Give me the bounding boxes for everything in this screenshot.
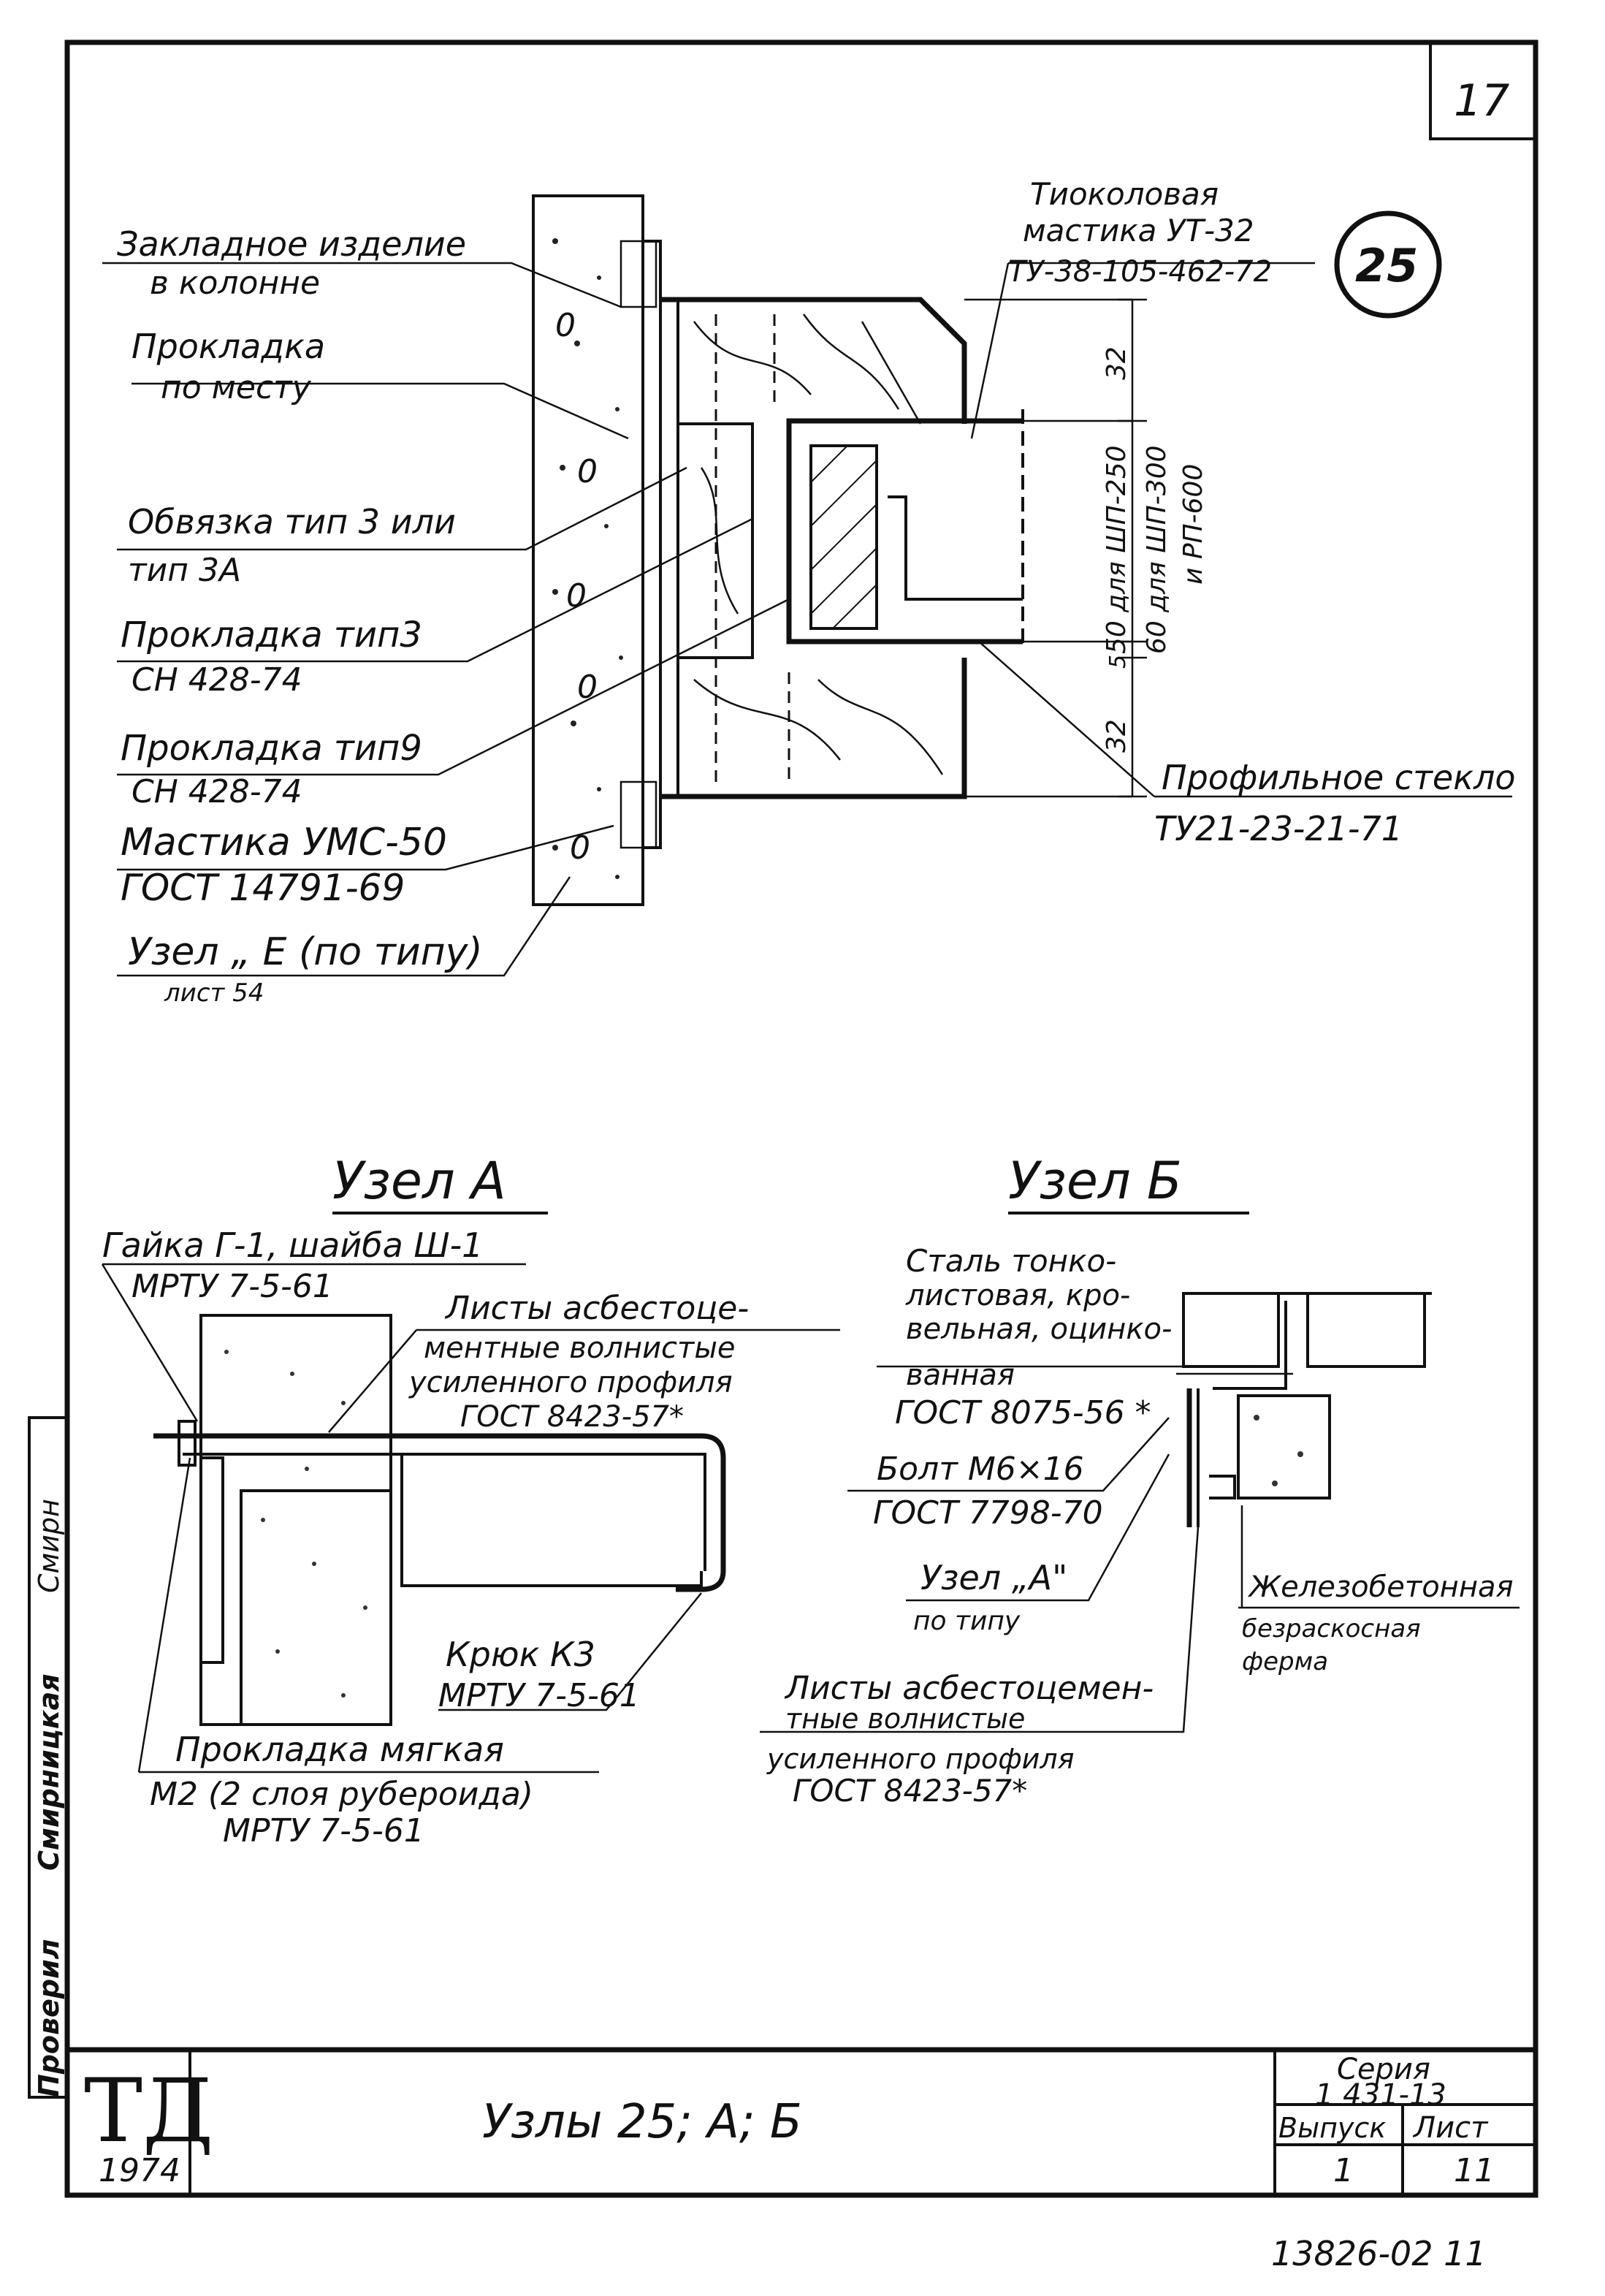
sheet-label: Лист xyxy=(1412,2111,1489,2145)
node-a-title: Узел А xyxy=(332,1151,506,1211)
label-mastic-2: ГОСТ 14791-69 xyxy=(121,867,405,909)
svg-text:60 для ШП-300: 60 для ШП-300 xyxy=(1142,445,1172,654)
column-speckle xyxy=(552,238,623,879)
node-b-ref-1: Узел „А" xyxy=(920,1558,1067,1597)
label-mastic-1: Мастика УМС-50 xyxy=(121,821,447,864)
node-b-title: Узел Б xyxy=(1008,1151,1182,1211)
svg-text:и РП-600: и РП-600 xyxy=(1178,464,1208,585)
node-b-ref-2: по типу xyxy=(913,1606,1021,1636)
node-a-sheets-4: ГОСТ 8423-57* xyxy=(460,1400,684,1434)
main-leaders xyxy=(102,262,1512,977)
main-detail: 0 0 0 0 0 xyxy=(102,194,1512,977)
label-glass-1: Профильное стекло xyxy=(1162,758,1516,797)
side-stamp: Проверил Смирницкая Смирн xyxy=(28,1416,67,2099)
node-b-sheets-2: тные волнистые xyxy=(785,1703,1025,1735)
node-b-sheets-4: ГОСТ 8423-57* xyxy=(793,1773,1027,1809)
node-b-sheets-1: Листы асбестоцемен- xyxy=(784,1670,1154,1707)
title-block xyxy=(67,2047,1536,2195)
label-node-e-2: лист 54 xyxy=(164,978,264,1008)
svg-text:Проверил: Проверил xyxy=(33,1939,65,2097)
node-a-soft-2: М2 (2 слоя рубероида) xyxy=(150,1776,533,1813)
svg-text:32: 32 xyxy=(1102,719,1132,753)
node-a-detail xyxy=(101,1263,840,1774)
label-thiokol-1: Тиоколовая xyxy=(1030,176,1219,212)
svg-text:0: 0 xyxy=(555,307,576,344)
series-label: Серия xyxy=(1337,2053,1430,2086)
label-thiokol-2: мастика УТ-32 xyxy=(1023,213,1254,248)
label-gasket3-1: Прокладка тип3 xyxy=(121,615,422,655)
node-b-steel-2: листовая, кро- xyxy=(905,1279,1130,1312)
label-gasket9-2: СН 428-74 xyxy=(131,773,302,810)
node-b-bolt-2: ГОСТ 7798-70 xyxy=(873,1494,1103,1532)
node-b-truss-3: ферма xyxy=(1242,1647,1328,1676)
bottom-number: 13826-02 11 xyxy=(1271,2234,1487,2273)
column-section xyxy=(532,194,644,906)
label-gasket-place-1: Прокладка xyxy=(131,327,325,366)
label-node-e-1: Узел „ Е (по типу) xyxy=(128,930,483,974)
profile-glass xyxy=(786,418,1023,645)
node-b-steel-1: Сталь тонко- xyxy=(906,1243,1116,1279)
node-b-steel-4: ванная xyxy=(906,1358,1015,1392)
node-a-nut-1: Гайка Г-1, шайба Ш-1 xyxy=(102,1225,483,1265)
node-a-sheets-3: усиленного профиля xyxy=(408,1366,733,1399)
node-b-truss-1: Железобетонная xyxy=(1247,1570,1514,1604)
sheet-frame xyxy=(64,39,1539,2198)
node-a-soft-3: МРТУ 7-5-61 xyxy=(223,1812,424,1850)
node-b-sheets-3: усиленного профиля xyxy=(766,1743,1075,1775)
label-embedded-1: Закладное изделие xyxy=(117,224,466,264)
series-value: 1 431-13 xyxy=(1315,2078,1446,2112)
node-a-hook-1: Крюк К3 xyxy=(446,1635,595,1674)
node-a-nut-2: МРТУ 7-5-61 xyxy=(131,1268,333,1305)
svg-text:50 для ШП-250: 50 для ШП-250 xyxy=(1102,445,1132,654)
sheet-number-box xyxy=(1429,42,1536,140)
node-b-truss-2: безраскосная xyxy=(1242,1614,1421,1643)
node-a-hook-2: МРТУ 7-5-61 xyxy=(438,1677,640,1714)
node-a-soft-1: Прокладка мягкая xyxy=(175,1730,504,1769)
node-b-steel-5: ГОСТ 8075-56 * xyxy=(895,1394,1151,1432)
label-gasket-place-2: по месту xyxy=(161,369,312,406)
wood-hatch xyxy=(693,313,944,775)
node-a-sheets-1: Листы асбестоце- xyxy=(444,1290,749,1327)
node-badge-circle xyxy=(1334,210,1442,319)
dimension-labels: 32 50 для ШП-250 60 для ШП-300 и РП-600 … xyxy=(1102,346,1208,753)
label-binding-2: тип 3А xyxy=(128,552,241,589)
svg-text:32: 32 xyxy=(1102,346,1132,380)
sheet-value: 11 xyxy=(1454,2152,1495,2189)
label-binding-1: Обвязка тип 3 или xyxy=(128,502,456,541)
label-gasket9-1: Прокладка тип9 xyxy=(121,728,422,769)
label-thiokol-3: ТУ-38-105-462-72 xyxy=(1008,255,1272,289)
label-gasket3-2: СН 428-74 xyxy=(131,661,302,699)
svg-text:5: 5 xyxy=(1105,655,1131,669)
node-b-detail xyxy=(760,1292,1520,1733)
embedded-plate xyxy=(641,240,662,849)
issue-label: Выпуск xyxy=(1278,2112,1386,2144)
svg-text:0: 0 xyxy=(566,577,587,615)
sheet-number: 17 xyxy=(1454,75,1509,126)
issue-value: 1 xyxy=(1333,2152,1354,2189)
node-a-sheets-2: ментные волнистые xyxy=(424,1331,736,1365)
title-year: 1974 xyxy=(99,2152,180,2189)
title-logo: ТД xyxy=(84,2061,214,2162)
node-b-steel-3: вельная, оцинко- xyxy=(906,1312,1172,1346)
drawing-title: Узлы 25; А; Б xyxy=(482,2095,802,2149)
svg-text:Смирницкая: Смирницкая xyxy=(33,1673,65,1871)
node-b-bolt-1: Болт М6×16 xyxy=(877,1451,1084,1488)
label-glass-2: ТУ21-23-21-71 xyxy=(1154,809,1403,848)
svg-text:0: 0 xyxy=(577,453,598,490)
binding-frame xyxy=(660,297,967,424)
label-embedded-2: в колонне xyxy=(150,265,320,302)
node-badge-number: 25 xyxy=(1355,239,1418,292)
svg-text:Смирн: Смирн xyxy=(33,1499,65,1593)
